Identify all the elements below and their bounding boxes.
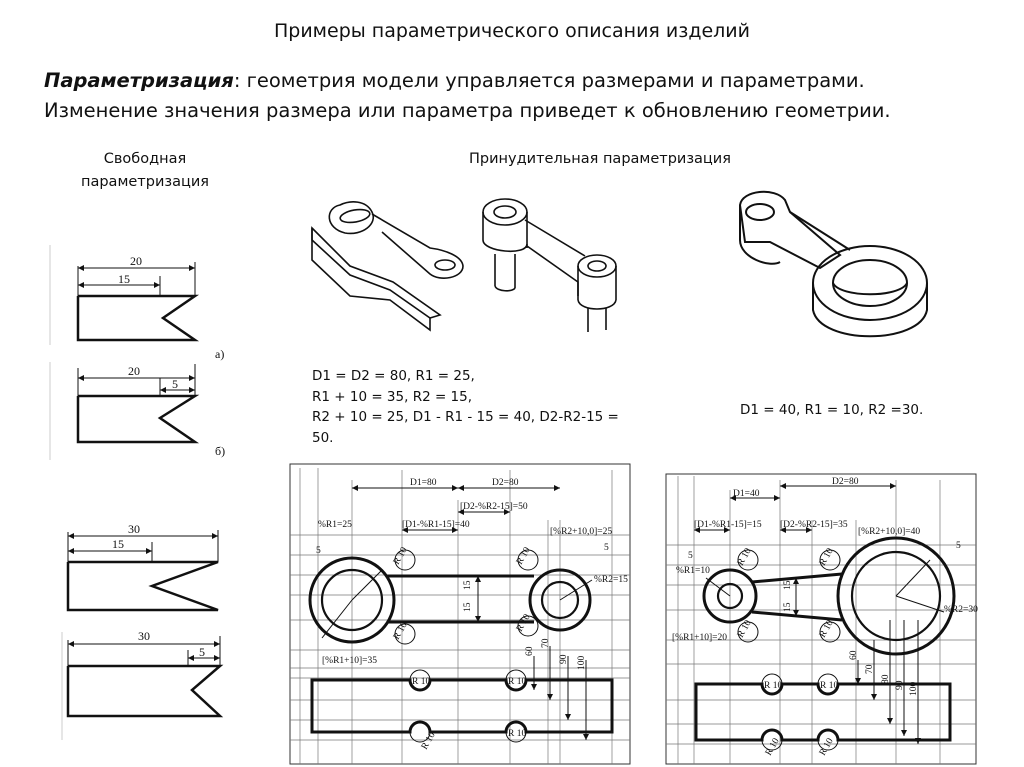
left-fillet-r10-5: R 10 [412,677,430,687]
left-fillet-r10-8: R 10 [508,729,526,739]
left-dim-r2: %R2=15 [594,575,628,585]
left-fillet-r10-2: R 10 [392,621,410,642]
left-dim-five: 5 [316,546,321,556]
intro-text: Параметризация: геометрия модели управля… [44,66,1004,126]
right-fillet-r10-3: R 10 [818,547,836,568]
left-dim-70: 70 [541,638,551,648]
right-dim-d2-expr: [D2-%R2-15]=35 [780,520,848,530]
intro-line-2: Изменение значения размера или параметра… [44,99,891,122]
left-fillet-r10-7: R 10 [420,731,438,752]
left-dim-fifteen-top: 15 [463,580,473,590]
right-dim-fifteen-bottom: 15 [783,602,793,612]
formula-left-line-3: R2 + 10 = 25, D1 - R1 - 15 = 40, D2-R2-1… [312,409,619,425]
right-dim-r2-expr: [%R2+10,0]=40 [858,527,920,537]
right-dim-five: 5 [688,551,693,561]
forced-param-heading: Принудительная параметризация [469,151,731,167]
intro-term: Параметризация [44,69,234,92]
right-fillet-r10-6: R 10 [820,681,838,691]
right-dim-d1-expr: [D1-%R1-15]=15 [694,520,762,530]
free-a-dim-part: 15 [118,272,130,286]
right-dim-five-right: 5 [956,541,961,551]
free-a-dim-total: 20 [130,254,142,268]
left-dim-60: 60 [525,646,535,656]
free-param-heading: Свободная параметризация [60,148,230,194]
isometric-solid-link [738,190,928,338]
left-dim-100: 100 [577,656,587,671]
left-dim-fifteen-bottom: 15 [463,602,473,612]
drawing-right: D1=40 D2=80 [D1-%R1-15]=15 [D2-%R2-15]=3… [665,473,978,765]
isometric-link-cylinders [482,198,617,332]
isometric-link-sketch [311,201,464,332]
right-dim-100: 100 [909,682,919,697]
formula-left-line-2: R1 + 10 = 35, R2 = 15, [312,388,473,405]
left-dim-r1: %R1=25 [318,520,352,530]
right-fillet-r10-4: R 10 [818,619,836,640]
free-d-dim-part: 5 [199,645,205,659]
right-dim-70: 70 [865,664,875,674]
right-dim-90: 90 [895,680,905,690]
right-fillet-r10-8: R 10 [818,737,836,758]
right-dim-r1: %R1=10 [676,566,710,576]
right-fillet-r10-5: R 10 [764,681,782,691]
free-heading-line-2: параметризация [80,174,209,190]
left-dim-d1-expr: [D1-%R1-15]=40 [402,520,470,530]
left-dim-d2: D2=80 [492,478,519,488]
free-sketch-a: 20 15 а) [49,245,224,361]
free-d-dim-total: 30 [138,629,150,643]
right-dim-d1: D1=40 [733,489,760,499]
left-dim-d2-expr: [D2-%R2-15]=50 [460,502,528,512]
left-fillet-r10-1: R 10 [392,546,410,567]
left-dim-d1: D1=80 [410,478,437,488]
right-dim-fifteen-top: 15 [783,580,793,590]
right-dim-r2: %R2=30 [944,605,978,615]
free-c-dim-total: 30 [128,522,140,536]
left-dim-r1-expr: [%R1+10]=35 [322,656,377,666]
free-heading-line-1: Свободная [103,151,187,167]
left-fillet-r10-6: R 10 [508,677,526,687]
right-fillet-r10-1: R 10 [736,547,754,568]
formula-left-line-1: D1 = D2 = 80, R1 = 25, [312,368,475,384]
left-dim-90: 90 [559,654,569,664]
right-dim-80: 80 [881,674,891,684]
right-dim-60: 60 [849,650,859,660]
free-b-dim-total: 20 [128,364,140,378]
free-sketch-c: 30 15 [66,522,219,612]
slide-title: Примеры параметрического описания издели… [273,20,751,42]
left-fillet-r10-3: R 10 [515,546,533,567]
right-dim-r1-expr: [%R1+10]=20 [672,633,727,643]
formula-left: D1 = D2 = 80, R1 = 25, R1 + 10 = 35, R2 … [312,366,652,448]
free-sketch-d: 30 5 [61,629,224,740]
free-sketch-b: 20 5 б) [49,362,225,460]
intro-line-1: : геометрия модели управляется размерами… [233,69,865,92]
free-b-dim-part: 5 [172,377,178,391]
free-c-dim-part: 15 [112,537,124,551]
free-a-label: а) [215,347,224,361]
left-dim-r2-expr: [%R2+10,0]=25 [550,527,612,537]
drawing-left: D1=80 D2=80 [D2-%R2-15]=50 [D1-%R1-15]=4… [289,463,631,765]
formula-right: D1 = 40, R1 = 10, R2 =30. [740,402,924,418]
free-b-label: б) [215,444,225,458]
left-dim-five-right: 5 [604,543,609,553]
formula-left-line-4: 50. [312,429,334,446]
right-dim-d2: D2=80 [832,477,859,487]
